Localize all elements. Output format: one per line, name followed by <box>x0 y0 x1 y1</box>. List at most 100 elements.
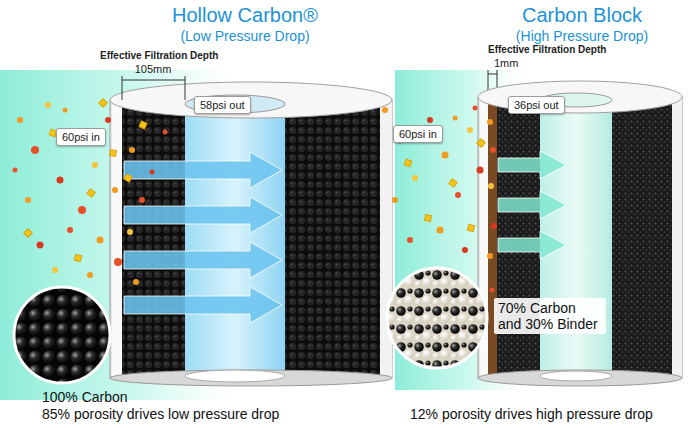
carbon-block-cartridge <box>612 104 672 378</box>
hollow-carbon-cartridge <box>110 82 392 386</box>
dimension-bracket <box>122 76 123 100</box>
contaminant-particle <box>78 206 86 214</box>
text-label: 1mm <box>494 57 518 70</box>
contaminant-particle <box>99 99 107 107</box>
dimension-bracket <box>488 74 497 75</box>
text-label: 85% porosity drives low pressure drop <box>42 406 279 422</box>
contaminant-particle <box>467 224 474 231</box>
contaminant-particle <box>31 146 39 154</box>
pressure-tag: 36psi out <box>508 96 565 114</box>
carbon-block-cartridge <box>478 97 682 378</box>
contaminant-particle <box>404 159 412 167</box>
text-label: Carbon Block <box>522 4 642 27</box>
contaminant-particle <box>392 197 398 203</box>
contaminant-particle <box>455 192 461 198</box>
contaminant-particle <box>129 147 135 153</box>
contaminant-particle <box>487 253 493 259</box>
hollow-carbon-cartridge <box>122 108 185 378</box>
carbon-block-cartridge <box>672 97 682 378</box>
text-label: 70% Carbon and 30% Binder <box>494 298 606 334</box>
hollow-carbon-cartridge <box>285 108 380 378</box>
contaminant-particle <box>407 237 413 243</box>
text-label: Effective Filtration Depth <box>488 44 606 56</box>
contaminant-particle <box>139 121 147 129</box>
contaminant-particle <box>477 139 485 147</box>
contaminant-particle <box>487 119 493 125</box>
dimension-bracket <box>122 80 185 81</box>
text-label: (High Pressure Drop) <box>516 28 648 44</box>
water-glow <box>0 70 520 400</box>
hollow-carbon-cartridge <box>110 100 392 378</box>
flow-arrow <box>498 191 566 219</box>
dimension-bracket <box>185 76 186 100</box>
text-label: 12% porosity drives high pressure drop <box>410 406 653 422</box>
hollow-carbon-cartridge <box>110 370 392 386</box>
contaminant-particle <box>17 117 23 123</box>
contaminant-particle <box>453 116 458 121</box>
flow-arrow <box>124 242 282 278</box>
contaminant-particle <box>491 223 497 229</box>
pressure-value: 60psi in <box>399 128 437 140</box>
flow-arrow <box>124 197 282 233</box>
contaminant-particle <box>382 107 388 113</box>
contaminant-particle <box>112 187 118 193</box>
contaminant-particle <box>442 152 449 159</box>
contaminant-particle <box>13 99 498 293</box>
text-label: (Low Pressure Drop) <box>180 28 309 44</box>
contaminant-particle <box>87 189 95 197</box>
contaminant-particle <box>37 242 44 249</box>
contaminant-particle <box>97 237 104 244</box>
carbon-block-cartridge <box>540 371 612 381</box>
contaminant-particle <box>67 227 73 233</box>
flow-arrow <box>498 231 566 259</box>
hollow-carbon-cartridge <box>112 100 122 378</box>
magnified-carbon <box>14 287 110 383</box>
contaminant-particle <box>25 197 31 203</box>
contaminant-particle <box>490 288 495 293</box>
contaminant-particle <box>449 179 457 187</box>
flow-arrow <box>124 152 282 188</box>
contaminant-particle <box>127 229 133 235</box>
contaminant-particle <box>139 197 145 203</box>
pressure-value: 36psi out <box>514 99 559 111</box>
contaminant-particle <box>24 229 32 237</box>
contaminant-particle <box>133 279 139 285</box>
carbon-block-cartridge <box>478 81 682 386</box>
flow-arrow <box>498 151 566 179</box>
hollow-carbon-cartridge <box>110 82 392 118</box>
contaminant-particle <box>114 258 122 266</box>
carbon-block-cartridge <box>488 104 497 378</box>
text-label: Hollow Carbon® <box>172 4 318 27</box>
contaminant-particle <box>488 183 494 189</box>
contaminant-particle <box>462 247 468 253</box>
contaminant-particle <box>427 117 433 123</box>
carbon-block-cartridge <box>478 370 682 386</box>
contaminant-particle <box>45 102 51 108</box>
contaminant-particle <box>124 174 132 182</box>
contaminant-particle <box>412 175 418 181</box>
contaminant-particle <box>477 167 484 174</box>
contaminant-particle <box>92 162 98 168</box>
text-label: Effective Filtration Depth <box>100 50 218 62</box>
contaminant-particle <box>63 108 68 113</box>
pressure-tag: 58psi out <box>194 96 251 114</box>
hollow-carbon-cartridge <box>185 370 285 382</box>
contaminant-particle <box>57 177 64 184</box>
contaminant-particle <box>425 215 432 222</box>
contaminant-particle <box>150 170 155 175</box>
contaminant-particle <box>87 272 93 278</box>
pressure-tag: 60psi in <box>393 125 443 143</box>
pressure-value: 58psi out <box>200 99 245 111</box>
flow-arrow <box>124 152 282 323</box>
contaminant-particle <box>467 127 473 133</box>
contaminant-particle <box>13 168 18 173</box>
contaminant-particle <box>473 106 478 111</box>
contaminant-particle <box>437 227 444 234</box>
hollow-carbon-cartridge <box>185 108 285 378</box>
text-label: 105mm <box>135 63 172 76</box>
pressure-value: 60psi in <box>62 131 100 143</box>
flow-arrow <box>498 151 566 259</box>
dimension-bracket <box>488 70 489 92</box>
